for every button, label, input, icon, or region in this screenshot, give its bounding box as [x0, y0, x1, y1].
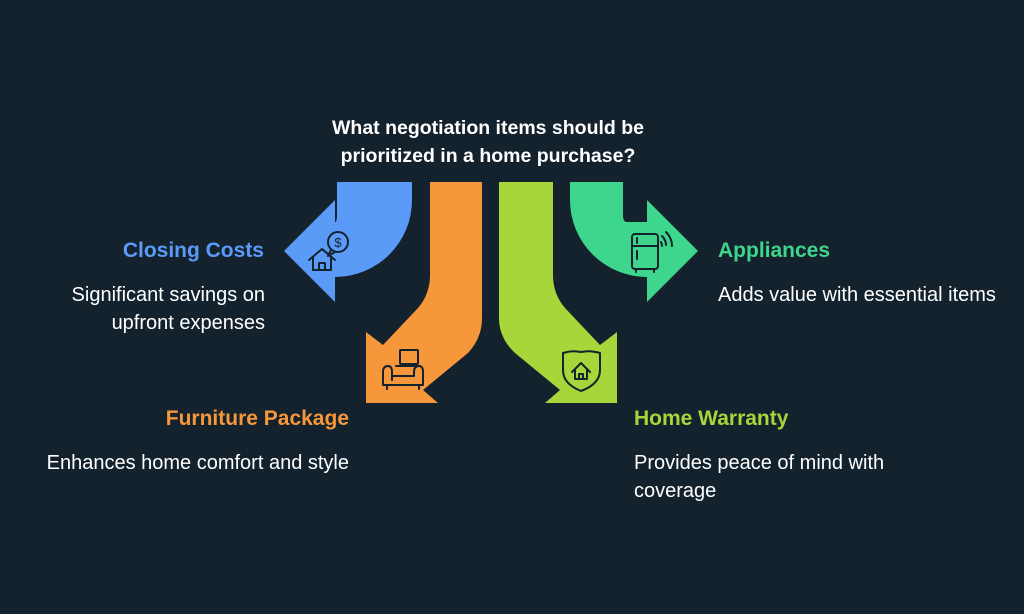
closing-costs-label: Closing Costs: [122, 239, 264, 262]
shield-home-icon: [562, 350, 601, 392]
furniture-package-label: Furniture Package: [165, 407, 349, 430]
home-warranty-description: Provides peace of mind with coverage: [634, 452, 885, 502]
home-warranty-label: Home Warranty: [634, 407, 789, 430]
appliances-arrow: [570, 182, 698, 302]
furniture-package-arrow: [366, 182, 482, 403]
svg-text:$: $: [334, 235, 342, 250]
sofa-icon: [382, 349, 424, 390]
house-dollar-icon: $: [308, 231, 349, 271]
home-warranty-arrow: [499, 182, 617, 403]
furniture-package-description: Enhances home comfort and style: [46, 452, 349, 474]
smart-fridge-icon: [631, 231, 673, 273]
appliances-label: Appliances: [718, 239, 831, 262]
closing-costs-description: Significant savings on upfront expenses: [71, 284, 265, 334]
appliances-description: Adds value with essential items: [718, 284, 996, 306]
diagram-title: What negotiation items should be priorit…: [332, 117, 644, 167]
